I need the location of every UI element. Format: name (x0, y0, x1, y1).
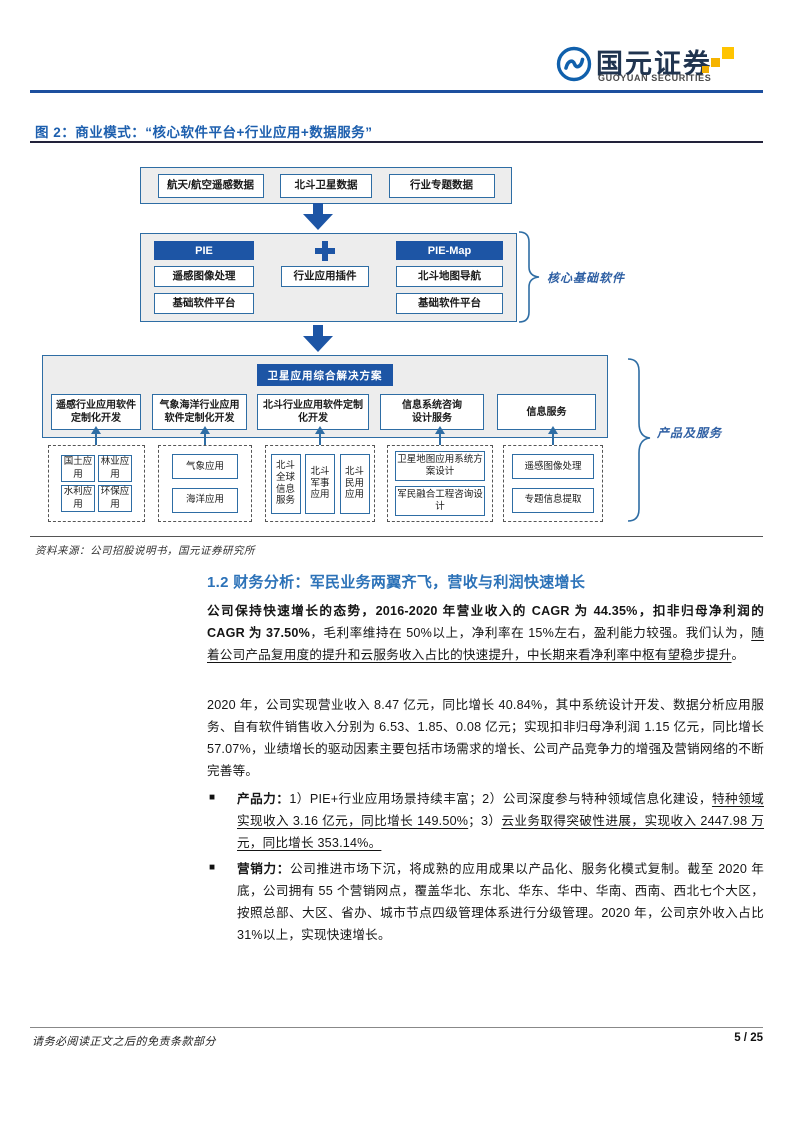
bullet-marker: ■ (209, 792, 216, 803)
application-box: 海洋应用 (172, 487, 238, 513)
logo-accent-square (722, 47, 734, 59)
application-box: 军民融合工程咨询设计 (395, 486, 485, 516)
brand-name-en: GUOYUAN SECURITIES (598, 73, 712, 83)
up-arrow-icon (315, 426, 325, 446)
diagram-box: 行业专题数据 (388, 173, 495, 198)
data-layer-group: 航天/航空遥感数据 北斗卫星数据 行业专题数据 (140, 167, 512, 204)
figure-title: 图 2：商业模式：“核心软件平台+行业应用+数据服务” (35, 125, 373, 140)
application-box: 北斗军事应用 (305, 453, 335, 514)
service-box: 气象海洋行业应用软件定制化开发 (152, 394, 247, 430)
footer-disclaimer: 请务必阅读正文之后的免责条款部分 (32, 1036, 216, 1048)
diagram-box: 行业应用插件 (281, 266, 369, 287)
diagram-box: 基础软件平台 (396, 293, 503, 314)
bullet-item-product: ■ 产品力：1）PIE+行业应用场景持续丰富；2）公司深度参与特种领域信息化建设… (207, 788, 764, 854)
figure-source: 资料来源：公司招股说明书，国元证券研究所 (35, 545, 255, 557)
application-box: 国土应用 (61, 455, 95, 482)
diagram-box: 遥感图像处理 (154, 266, 254, 287)
down-arrow-icon (303, 203, 333, 230)
logo-accent-square (711, 58, 720, 67)
diagram-box: 航天/航空遥感数据 (157, 173, 264, 198)
application-group-beidou: 北斗全球信息服务 北斗军事应用 北斗民用应用 (265, 445, 375, 522)
up-arrow-icon (200, 426, 210, 446)
paragraph: 2020 年，公司实现营业收入 8.47 亿元，同比增长 40.84%，其中系统… (207, 698, 764, 778)
figure-bottom-divider (30, 536, 763, 537)
diagram-box: 北斗地图导航 (396, 266, 503, 287)
diagram-box: 基础软件平台 (154, 293, 254, 314)
footer-divider (30, 1027, 763, 1028)
application-group-info-service: 遥感图像处理 专题信息提取 (503, 445, 603, 522)
bullet-text: 营销力：公司推进市场下沉，将成熟的应用成果以产品化、服务化模式复制。截至 202… (237, 862, 764, 942)
logo-accent-square (702, 66, 709, 73)
guoyuan-logo: 国元证券 GUOYUAN SECURITIES (556, 42, 766, 90)
up-arrow-icon (548, 426, 558, 446)
pie-header-box: PIE (154, 241, 254, 260)
application-box: 水利应用 (61, 485, 95, 512)
service-box: 遥感行业应用软件定制化开发 (51, 394, 141, 430)
application-group-meteo-ocean: 气象应用 海洋应用 (158, 445, 252, 522)
empty-cell (281, 293, 369, 314)
bullet-marker: ■ (209, 862, 216, 873)
products-services-label: 产品及服务 (657, 426, 723, 440)
diagram-box: 北斗卫星数据 (280, 173, 372, 198)
paragraph: 公司保持快速增长的态势，2016-2020 年营业收入的 CAGR 为 44.3… (207, 604, 764, 662)
section-heading: 1.2 财务分析：军民业务两翼齐飞，营收与利润快速增长 (207, 574, 586, 591)
solution-header-box: 卫星应用综合解决方案 (257, 364, 393, 386)
figure-title-divider (30, 141, 763, 143)
guoyuan-logo-icon (556, 46, 592, 82)
application-box: 林业应用 (98, 455, 132, 482)
application-box: 气象应用 (172, 454, 238, 480)
service-box: 信息服务 (497, 394, 596, 430)
pie-map-header-box: PIE-Map (396, 241, 503, 260)
service-box: 信息系统咨询设计服务 (380, 394, 484, 430)
down-arrow-icon (303, 325, 333, 352)
products-services-brace (627, 358, 651, 522)
application-group-remote-sensing: 国土应用 林业应用 水利应用 环保应用 (48, 445, 145, 522)
core-software-group: PIE PIE-Map 遥感图像处理 行业应用插件 北斗地图导航 基础软件平台 … (140, 233, 517, 322)
brand-name-cn: 国元证券 (596, 49, 712, 79)
application-box: 遥感图像处理 (512, 454, 594, 480)
application-box: 专题信息提取 (512, 487, 594, 513)
up-arrow-icon (91, 426, 101, 446)
application-box: 卫星地图应用系统方案设计 (395, 451, 485, 481)
page-number: 5 / 25 (734, 1032, 763, 1044)
application-group-consulting: 卫星地图应用系统方案设计 军民融合工程咨询设计 (387, 445, 493, 522)
plus-icon (281, 240, 369, 261)
solution-group: 卫星应用综合解决方案 遥感行业应用软件定制化开发 气象海洋行业应用软件定制化开发… (42, 355, 608, 438)
application-box: 环保应用 (98, 485, 132, 512)
bullet-text: 产品力：1）PIE+行业应用场景持续丰富；2）公司深度参与特种领域信息化建设，特… (237, 792, 764, 850)
bullet-item-marketing: ■ 营销力：公司推进市场下沉，将成熟的应用成果以产品化、服务化模式复制。截至 2… (207, 858, 764, 946)
core-software-brace (518, 231, 540, 323)
core-software-label: 核心基础软件 (547, 271, 626, 285)
service-box: 北斗行业应用软件定制化开发 (257, 394, 369, 430)
header-divider (30, 90, 763, 93)
up-arrow-icon (435, 426, 445, 446)
application-box: 北斗全球信息服务 (270, 453, 301, 514)
application-box: 北斗民用应用 (339, 453, 370, 514)
